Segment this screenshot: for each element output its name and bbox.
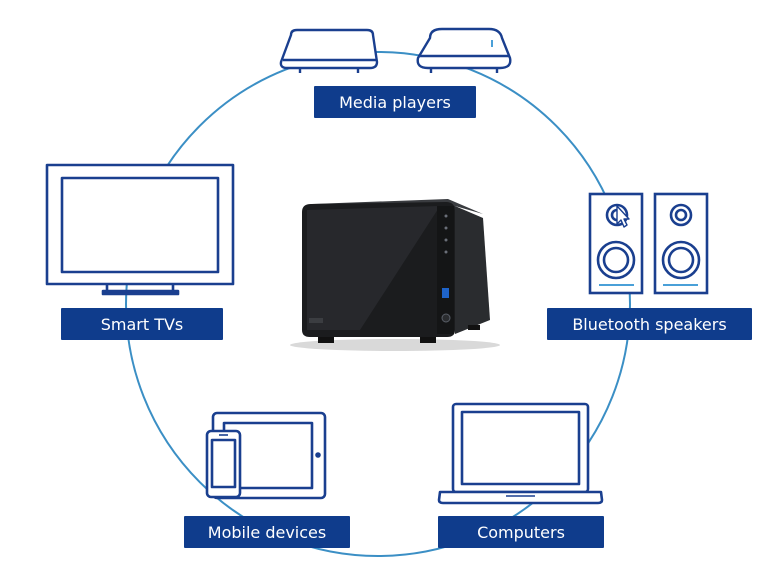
speaker-icon-left <box>588 192 644 295</box>
media-player-icon-1 <box>279 28 379 73</box>
connection-ring <box>125 51 631 557</box>
cursor-icon <box>616 205 630 228</box>
smart-tv-icon <box>45 163 235 296</box>
laptop-icon <box>437 402 604 505</box>
speaker-icon-right <box>653 192 709 295</box>
computers-label: Computers <box>438 516 604 548</box>
nas-server-icon <box>290 199 500 351</box>
media-players-label: Media players <box>314 86 476 118</box>
mobile-devices-label: Mobile devices <box>184 516 350 548</box>
bluetooth-speakers-label: Bluetooth speakers <box>547 308 752 340</box>
media-player-icon-2 <box>416 27 512 73</box>
phone-icon <box>205 429 242 499</box>
smart-tvs-label: Smart TVs <box>61 308 223 340</box>
